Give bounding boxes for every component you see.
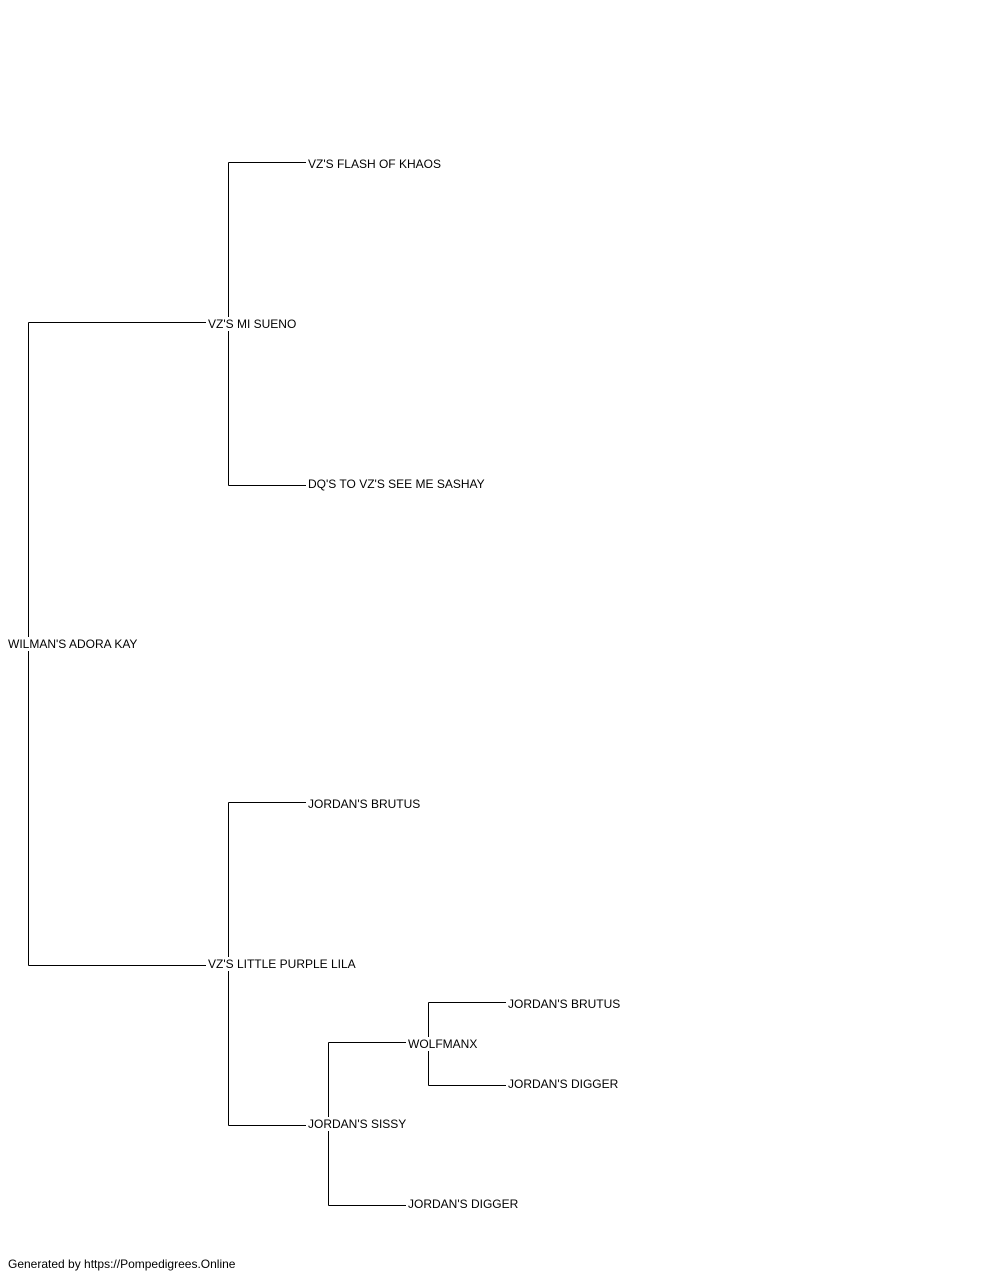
generated-by-footer: Generated by https://Pompedigrees.Online [8,1257,236,1271]
pedigree-node-sire-dam: DQ'S TO VZ'S SEE ME SASHAY [306,477,487,491]
pedigree-node-dam-dam-dam: JORDAN'S DIGGER [406,1197,521,1211]
pedigree-node-dam-dam: JORDAN'S SISSY [306,1117,409,1131]
pedigree-node-dam-sire: JORDAN'S BRUTUS [306,797,423,811]
pedigree-node-subject: WILMAN'S ADORA KAY [6,637,140,651]
pedigree-node-dam-dam-sire: WOLFMANX [406,1037,480,1051]
pedigree-node-dam-dam-sire-sire: JORDAN'S BRUTUS [506,997,623,1011]
pedigree-node-dam: VZ'S LITTLE PURPLE LILA [206,957,358,971]
pedigree-node-sire: VZ'S MI SUENO [206,317,299,331]
pedigree-node-dam-dam-sire-dam: JORDAN'S DIGGER [506,1077,621,1091]
pedigree-node-sire-sire: VZ'S FLASH OF KHAOS [306,157,443,171]
